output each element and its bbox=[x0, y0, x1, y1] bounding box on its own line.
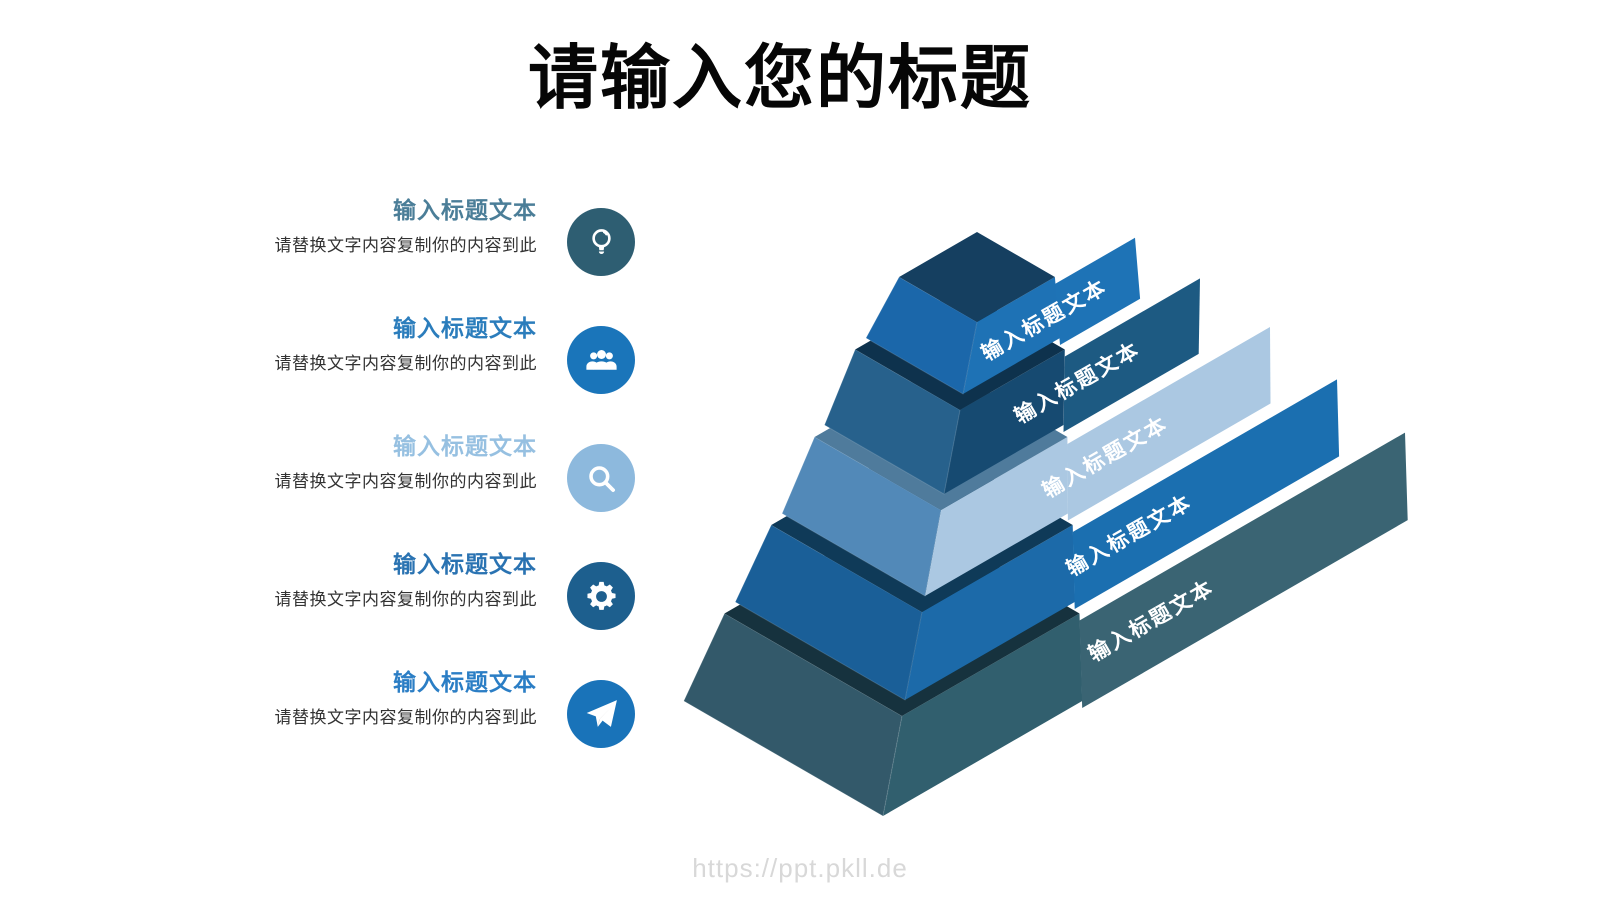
item-text-block: 输入标题文本 请替换文字内容复制你的内容到此 bbox=[275, 544, 538, 610]
people-icon bbox=[567, 326, 635, 394]
list-item: 输入标题文本 请替换文字内容复制你的内容到此 bbox=[120, 662, 635, 780]
pyramid-layer-2-right-face bbox=[944, 349, 1065, 494]
lightbulb-icon bbox=[567, 208, 635, 276]
pyramid-layer-3-right-face bbox=[925, 437, 1068, 596]
item-heading: 输入标题文本 bbox=[393, 315, 537, 341]
pyramid-layer-1-ribbon bbox=[1054, 237, 1141, 345]
paper-plane-icon bbox=[567, 680, 635, 748]
list-item: 输入标题文本 请替换文字内容复制你的内容到此 bbox=[120, 308, 635, 426]
item-text-block: 输入标题文本 请替换文字内容复制你的内容到此 bbox=[275, 426, 538, 492]
item-heading: 输入标题文本 bbox=[393, 669, 537, 695]
pyramid-layer-4-right-face bbox=[905, 525, 1075, 700]
item-text-block: 输入标题文本 请替换文字内容复制你的内容到此 bbox=[275, 662, 538, 728]
page-title: 请输入您的标题 bbox=[528, 39, 1032, 117]
item-list: 输入标题文本 请替换文字内容复制你的内容到此 输入标题文本 请替换文字内容复制你… bbox=[120, 190, 635, 780]
pyramid-layer-3-ribbon bbox=[1067, 327, 1271, 521]
item-body: 请替换文字内容复制你的内容到此 bbox=[274, 708, 537, 727]
pyramid-layer-1-top-face bbox=[899, 232, 1055, 322]
list-item: 输入标题文本 请替换文字内容复制你的内容到此 bbox=[120, 544, 635, 662]
item-heading: 输入标题文本 bbox=[393, 551, 537, 577]
item-heading: 输入标题文本 bbox=[393, 197, 537, 223]
item-text-block: 输入标题文本 请替换文字内容复制你的内容到此 bbox=[275, 190, 538, 256]
pyramid-layer-2-ribbon bbox=[1063, 278, 1200, 432]
item-body: 请替换文字内容复制你的内容到此 bbox=[274, 590, 537, 609]
item-heading: 输入标题文本 bbox=[393, 433, 537, 459]
pyramid-layer-1-right-face bbox=[963, 277, 1060, 394]
search-icon bbox=[567, 444, 635, 512]
list-item: 输入标题文本 请替换文字内容复制你的内容到此 bbox=[120, 426, 635, 544]
pyramid-layer-5-ribbon bbox=[1079, 432, 1408, 708]
item-body: 请替换文字内容复制你的内容到此 bbox=[274, 236, 537, 255]
gear-icon bbox=[567, 562, 635, 630]
pyramid-layer-5-right-face bbox=[883, 613, 1083, 816]
pyramid-layer-4-ribbon bbox=[1072, 379, 1340, 609]
watermark-url: https://ppt.pkll.de bbox=[692, 853, 908, 883]
item-text-block: 输入标题文本 请替换文字内容复制你的内容到此 bbox=[275, 308, 538, 374]
item-body: 请替换文字内容复制你的内容到此 bbox=[274, 472, 537, 491]
item-body: 请替换文字内容复制你的内容到此 bbox=[274, 354, 537, 373]
list-item: 输入标题文本 请替换文字内容复制你的内容到此 bbox=[120, 190, 635, 308]
